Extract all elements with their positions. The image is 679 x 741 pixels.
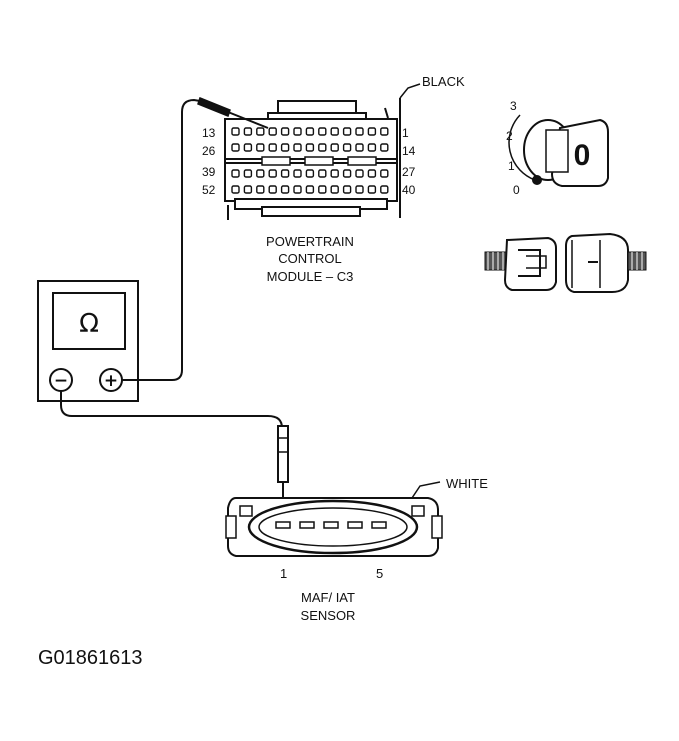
pin-cavity bbox=[231, 143, 240, 152]
pin-cavity bbox=[305, 143, 315, 152]
module-label-line1: POWERTRAIN bbox=[266, 234, 354, 249]
pin-cavity bbox=[280, 169, 290, 178]
pin-cavity bbox=[342, 185, 352, 194]
pcm-pin-label-14: 14 bbox=[402, 144, 416, 158]
pin-cavity bbox=[268, 185, 277, 194]
pin-cavity bbox=[380, 169, 389, 178]
minus-symbol: − bbox=[54, 371, 68, 391]
pin-cavity bbox=[318, 143, 327, 152]
ignition-position-3: 3 bbox=[510, 99, 517, 113]
pin-cavity bbox=[342, 127, 352, 136]
pin-cavity bbox=[256, 169, 265, 178]
pin-cavity bbox=[305, 127, 315, 136]
pin-cavity bbox=[305, 185, 315, 194]
pin-cavity bbox=[330, 185, 339, 194]
pin-cavity bbox=[268, 127, 277, 136]
black-connector-label: BLACK bbox=[422, 74, 465, 89]
ignition-position-0: 0 bbox=[513, 183, 520, 197]
pin-cavity bbox=[280, 127, 290, 136]
pin-cavity bbox=[367, 143, 377, 152]
pcm-pin-label-40: 40 bbox=[402, 183, 416, 197]
pin-cavity bbox=[318, 185, 327, 194]
pcm-pin-label-27: 27 bbox=[402, 165, 416, 179]
sensor-label-line2: SENSOR bbox=[301, 608, 356, 623]
pin-cavity bbox=[305, 169, 315, 178]
pcm-test-probe bbox=[197, 97, 269, 129]
pin-cavity bbox=[256, 127, 265, 136]
pin-cavity bbox=[355, 143, 364, 152]
pin-cavity bbox=[330, 169, 339, 178]
pin-cavity bbox=[231, 169, 240, 178]
pcm-pin-label-1: 1 bbox=[402, 126, 409, 140]
pin-cavity bbox=[380, 127, 389, 136]
key-zero-glyph: 0 bbox=[574, 139, 591, 172]
ohmmeter-display bbox=[52, 292, 126, 350]
pin-cavity bbox=[243, 143, 253, 152]
pcm-pin-label-39: 39 bbox=[202, 165, 216, 179]
pin-cavity bbox=[355, 127, 364, 136]
pin-cavity bbox=[231, 127, 240, 136]
pcm-pin-label-52: 52 bbox=[202, 183, 216, 197]
pcm-pin-cavities bbox=[231, 127, 389, 194]
negative-test-lead bbox=[60, 391, 283, 429]
pcm-pin-label-26: 26 bbox=[202, 144, 216, 158]
pin-cavity bbox=[256, 143, 265, 152]
pin-cavity bbox=[330, 143, 339, 152]
pcm-pin-label-13: 13 bbox=[202, 126, 216, 140]
pin-cavity bbox=[367, 169, 377, 178]
pin-cavity bbox=[256, 185, 265, 194]
plus-symbol: + bbox=[104, 371, 118, 391]
sensor-pin-label-1: 1 bbox=[280, 566, 287, 581]
pin-cavity bbox=[342, 169, 352, 178]
pin-cavity bbox=[293, 185, 302, 194]
pin-cavity bbox=[330, 127, 339, 136]
pin-cavity bbox=[280, 143, 290, 152]
ohm-symbol: Ω bbox=[79, 309, 99, 339]
ohmmeter bbox=[37, 280, 139, 402]
sensor-label-line1: MAF/ IAT bbox=[301, 590, 355, 605]
ignition-key-icon: 0 bbox=[508, 114, 609, 187]
module-label-line3: MODULE – C3 bbox=[267, 269, 354, 284]
pin-cavity bbox=[293, 143, 302, 152]
maf-iat-sensor-connector bbox=[225, 481, 443, 557]
white-connector-label: WHITE bbox=[446, 476, 488, 491]
pin-cavity bbox=[355, 169, 364, 178]
pin-cavity bbox=[367, 185, 377, 194]
pin-cavity bbox=[342, 143, 352, 152]
pin-cavity bbox=[380, 143, 389, 152]
pin-cavity bbox=[231, 185, 240, 194]
pin-cavity bbox=[243, 169, 253, 178]
pin-cavity bbox=[243, 127, 253, 136]
pin-cavity bbox=[293, 127, 302, 136]
ignition-position-2: 2 bbox=[506, 129, 513, 143]
figure-id: G01861613 bbox=[38, 647, 143, 669]
sensor-pin-label-5: 5 bbox=[376, 566, 383, 581]
pin-cavity bbox=[268, 143, 277, 152]
disconnected-connector-icon bbox=[484, 232, 647, 293]
pin-cavity bbox=[318, 127, 327, 136]
pin-cavity bbox=[243, 185, 253, 194]
ignition-position-1: 1 bbox=[508, 159, 515, 173]
pin-cavity bbox=[367, 127, 377, 136]
pin-cavity bbox=[293, 169, 302, 178]
pin-cavity bbox=[268, 169, 277, 178]
sensor-test-probe bbox=[277, 425, 289, 522]
pin-cavity bbox=[380, 185, 389, 194]
pin-cavity bbox=[318, 169, 327, 178]
pin-cavity bbox=[355, 185, 364, 194]
module-label-line2: CONTROL bbox=[278, 251, 342, 266]
positive-test-lead bbox=[122, 98, 207, 381]
pcm-connector bbox=[224, 83, 421, 220]
pin-cavity bbox=[280, 185, 290, 194]
